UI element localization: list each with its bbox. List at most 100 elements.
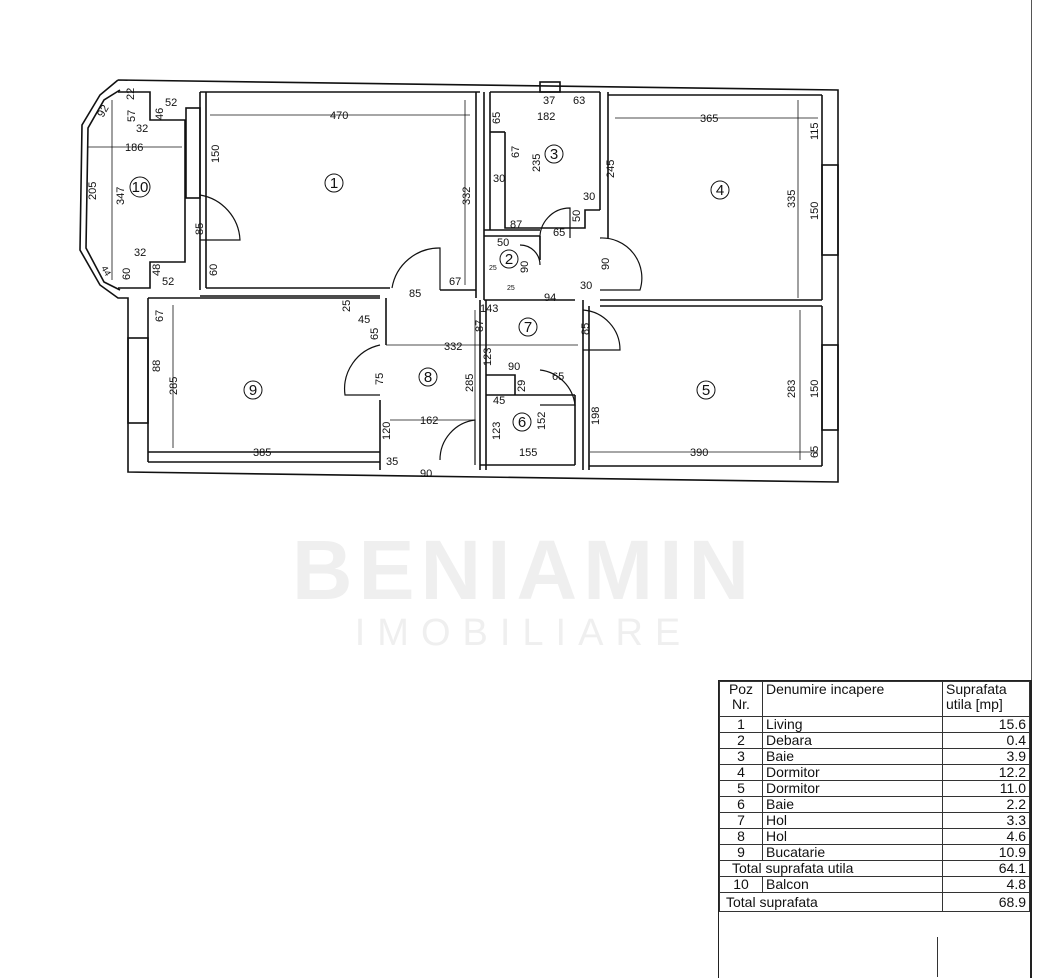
balcon-name: Balcon <box>762 876 943 893</box>
dim-label: 67 <box>154 310 166 322</box>
dim-label: 123 <box>491 422 503 440</box>
dim-label: 50 <box>497 237 509 249</box>
dim-label: 90 <box>519 261 531 273</box>
dim-label: 32 <box>134 247 146 259</box>
dim-label: 283 <box>786 380 798 398</box>
dim-label: 335 <box>786 190 798 208</box>
row-name: Living <box>762 716 943 733</box>
row-area: 11.0 <box>942 780 1030 797</box>
row-name: Hol <box>762 828 943 845</box>
page-right-border <box>1031 0 1032 977</box>
dim-label: 150 <box>809 202 821 220</box>
dim-label: 347 <box>115 187 127 205</box>
room-9-circle <box>243 380 263 400</box>
dim-label: 87 <box>510 219 522 231</box>
room-2-circle <box>499 249 519 269</box>
dim-label: 365 <box>700 113 718 125</box>
header-name: Denumire incapere <box>762 681 943 717</box>
dim-label: 150 <box>210 145 222 163</box>
row-area: 4.6 <box>942 828 1030 845</box>
row-nr: 7 <box>719 812 763 829</box>
row-nr: 1 <box>719 716 763 733</box>
row-name: Hol <box>762 812 943 829</box>
dim-label: 120 <box>381 422 393 440</box>
room-7-circle <box>518 317 538 337</box>
dim-label: 285 <box>168 377 180 395</box>
row-nr: 5 <box>719 780 763 797</box>
dim-label: 37 <box>543 95 555 107</box>
row-name: Bucatarie <box>762 844 943 861</box>
dim-label: 65 <box>369 328 381 340</box>
dim-label: 235 <box>531 154 543 172</box>
row-area: 2.2 <box>942 796 1030 813</box>
room-6-circle <box>512 412 532 432</box>
header-area: Suprafata utila [mp] <box>942 681 1030 717</box>
dim-label: 44 <box>99 264 113 278</box>
walls <box>79 79 839 483</box>
dim-label: 285 <box>464 374 476 392</box>
dim-label: 385 <box>253 447 271 459</box>
row-nr: 4 <box>719 764 763 781</box>
dim-label: 63 <box>573 95 585 107</box>
dim-label: 52 <box>165 97 177 109</box>
dim-label: 52 <box>162 276 174 288</box>
dim-label: 57 <box>126 110 138 122</box>
dim-label: 60 <box>208 264 220 276</box>
dim-label: 198 <box>590 407 602 425</box>
total-label: Total suprafata <box>719 892 943 912</box>
row-area: 10.9 <box>942 844 1030 861</box>
dim-label: 186 <box>125 142 143 154</box>
dim-label: 162 <box>420 415 438 427</box>
dimension-lines <box>88 100 818 460</box>
room-8-number: 8 <box>424 369 432 386</box>
room-10-circle <box>129 176 151 198</box>
row-area: 3.3 <box>942 812 1030 829</box>
room-numbers: 1 2 3 4 5 6 7 8 9 10 <box>129 144 730 432</box>
dim-label: 46 <box>154 108 166 120</box>
dim-label: 85 <box>409 288 421 300</box>
row-nr: 3 <box>719 748 763 765</box>
door-swings <box>199 194 643 465</box>
dim-label: 150 <box>809 380 821 398</box>
row-nr: 6 <box>719 796 763 813</box>
dim-label: 205 <box>87 182 99 200</box>
row-area: 15.6 <box>942 716 1030 733</box>
dim-label: 245 <box>605 160 617 178</box>
row-name: Dormitor <box>762 780 943 797</box>
row-area: 0.4 <box>942 732 1030 749</box>
dim-label: 60 <box>121 268 133 280</box>
dim-label: 152 <box>536 412 548 430</box>
room-5-circle <box>696 380 716 400</box>
dim-label: 50 <box>571 210 583 222</box>
dim-label: 90 <box>420 468 432 480</box>
dim-label: 65 <box>553 227 565 239</box>
dim-label: 29 <box>516 380 528 392</box>
room-7-number: 7 <box>524 319 532 336</box>
dim-label: 45 <box>358 314 370 326</box>
room-9-number: 9 <box>249 382 257 399</box>
total-util-area: 64.1 <box>942 860 1030 877</box>
row-name: Debara <box>762 732 943 749</box>
total-area: 68.9 <box>942 892 1030 912</box>
dim-label: 30 <box>493 173 505 185</box>
dim-label: 25 <box>489 265 497 272</box>
dim-label: 65 <box>552 371 564 383</box>
row-nr: 8 <box>719 828 763 845</box>
room-6-number: 6 <box>518 414 526 431</box>
room-4-circle <box>710 180 730 200</box>
dim-label: 65 <box>809 446 821 458</box>
dim-label: 65 <box>491 112 503 124</box>
balcon-area: 4.8 <box>942 876 1030 893</box>
dim-label: 25 <box>341 300 353 312</box>
dim-label: 25 <box>507 285 515 292</box>
